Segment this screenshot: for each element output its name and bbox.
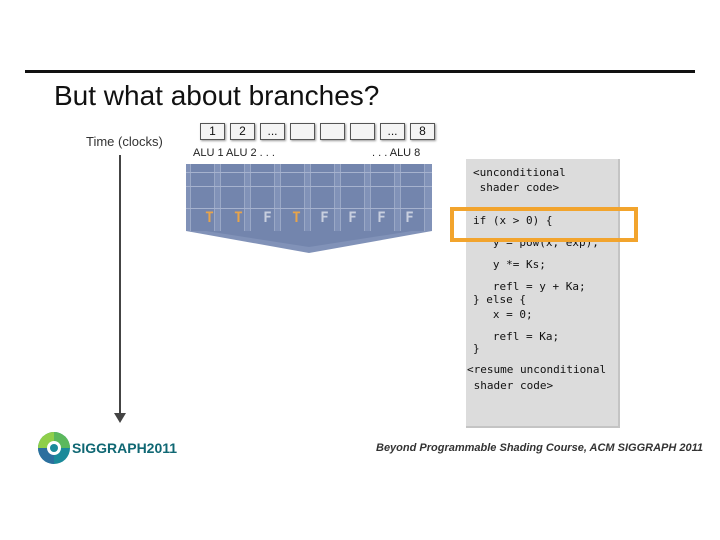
shader-code-panel: <unconditional shader code> if (x > 0) {… [466, 159, 620, 428]
code-line: } [473, 342, 480, 355]
thread-box [350, 123, 375, 140]
thread-box: 8 [410, 123, 435, 140]
siggraph-logo-icon [38, 432, 70, 464]
code-line: } else { [473, 293, 526, 306]
code-line: shader code> [467, 379, 554, 392]
thread-box: ... [260, 123, 285, 140]
thread-box [320, 123, 345, 140]
alu-array [186, 164, 432, 231]
alu-label-right: . . . ALU 8 [372, 147, 421, 159]
alu-lane-column [220, 164, 245, 231]
footer-course-name: Beyond Programmable Shading Course, ACM … [376, 442, 704, 454]
branch-condition-highlight [450, 207, 638, 242]
code-line: refl = y + Ka; [473, 280, 586, 293]
code-line: <resume unconditional [467, 363, 607, 376]
lane-value: F [320, 210, 329, 226]
lane-value: F [405, 210, 414, 226]
title-rule [25, 70, 695, 73]
time-axis-arrow-icon [114, 413, 126, 423]
thread-fragment-row: 1 2 ... ... 8 [200, 123, 435, 140]
alu-row-divider [186, 186, 432, 187]
siggraph-logo-text: SIGGRAPH2011 [72, 440, 178, 456]
thread-box [290, 123, 315, 140]
lane-value: T [292, 210, 301, 226]
slide-title: But what about branches? [54, 80, 380, 111]
alu-lane-column [310, 164, 335, 231]
code-line: x = 0; [473, 308, 533, 321]
code-line: y *= Ks; [473, 258, 546, 271]
lane-value: F [348, 210, 357, 226]
thread-box: ... [380, 123, 405, 140]
alu-lane-column [400, 164, 425, 231]
code-line: shader code> [473, 181, 560, 194]
lane-value: F [377, 210, 386, 226]
lane-value: T [205, 210, 214, 226]
code-line: <unconditional [473, 166, 566, 179]
lane-value: T [234, 210, 243, 226]
alu-array-chevron [186, 231, 432, 253]
code-line: if (x > 0) { [473, 214, 553, 227]
thread-box: 2 [230, 123, 255, 140]
code-line: refl = Ka; [473, 330, 560, 343]
alu-lane-column [190, 164, 215, 231]
alu-row-divider [186, 208, 432, 209]
alu-row-divider [186, 172, 432, 173]
alu-lane-column [250, 164, 275, 231]
alu-lane-column [280, 164, 305, 231]
alu-lane-column [340, 164, 365, 231]
time-axis-label: Time (clocks) [86, 134, 163, 149]
alu-label-left: ALU 1 ALU 2 . . . [193, 147, 275, 159]
alu-lane-column [370, 164, 395, 231]
time-axis-line [119, 155, 121, 415]
lane-value: F [263, 210, 272, 226]
thread-box: 1 [200, 123, 225, 140]
